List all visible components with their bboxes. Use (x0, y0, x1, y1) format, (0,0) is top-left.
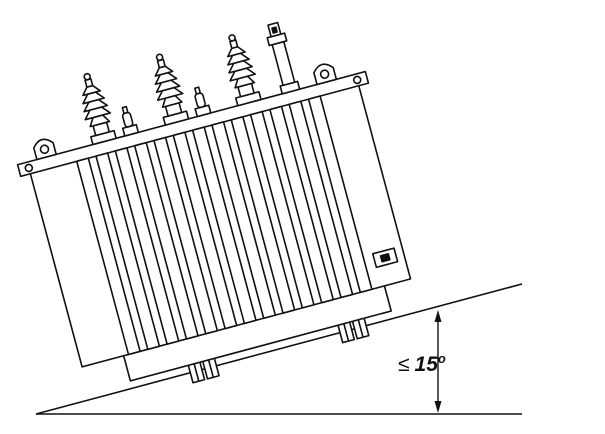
radiator-fins (75, 95, 373, 356)
lifting-lug-right (313, 63, 338, 86)
transformer (16, 21, 412, 384)
lv-bushing-1 (121, 105, 140, 137)
nameplate (371, 247, 399, 269)
filler-pipe (266, 21, 301, 95)
lifting-lug-left (33, 138, 58, 161)
hv-bushing-3 (226, 34, 262, 107)
angle-unit: o (438, 351, 446, 366)
hv-bushing-2 (154, 53, 190, 126)
angle-label: ≤15o (398, 351, 446, 376)
angle-dimension-arrow (434, 310, 442, 413)
base-feet (187, 315, 370, 384)
incline-line (35, 283, 523, 415)
lv-bushing-2 (194, 86, 212, 118)
hv-bushing-1 (82, 72, 117, 146)
angle-symbol: ≤ (398, 353, 410, 376)
angle-value: 15 (415, 353, 439, 376)
